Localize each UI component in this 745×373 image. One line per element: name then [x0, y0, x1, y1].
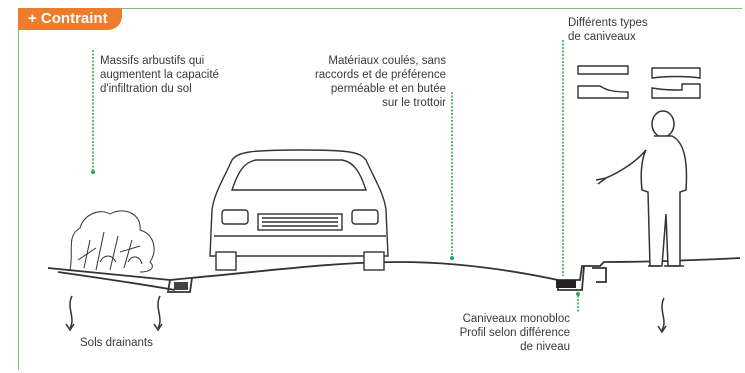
person-icon: [595, 110, 688, 267]
shrub-massif: [69, 210, 155, 273]
materiaux-line-3: perméable et en butée: [330, 83, 446, 95]
monobloc-line-1: Caniveaux monobloc: [462, 313, 570, 325]
curb-block: [174, 282, 188, 290]
monobloc-line-2: Profil selon différence: [459, 327, 570, 339]
car-icon: [209, 149, 389, 271]
leader-lines: [92, 40, 579, 312]
contraint-badge: + Contraint: [18, 8, 122, 30]
materiaux-line-2: raccords et de préférence: [314, 69, 446, 81]
massifs-line-1: Massifs arbustifs qui: [100, 55, 205, 67]
sols-label: Sols drainants: [80, 337, 153, 349]
massifs-line-2: augmentent la capacité: [100, 69, 219, 81]
caniveau-types-icons: [577, 65, 701, 99]
caniveau-block: [556, 280, 576, 288]
monobloc-line-3: de niveau: [520, 341, 570, 353]
massifs-line-3: d'infiltration du sol: [100, 83, 192, 95]
materiaux-line-4: sur le trottoir: [382, 97, 446, 109]
drainage-arrows: [65, 295, 667, 334]
materiaux-line-1: Matériaux coulés, sans: [328, 55, 446, 67]
types-line-2: de caniveaux: [568, 31, 636, 43]
materiaux-label: Matériaux coulés, sans raccords et de pr…: [298, 54, 446, 110]
ground-profile: [47, 257, 741, 293]
massifs-label: Massifs arbustifs qui augmentent la capa…: [100, 54, 219, 96]
monobloc-label: Caniveaux monobloc Profil selon différen…: [432, 312, 570, 354]
types-label: Différents types de caniveaux: [568, 16, 648, 44]
types-line-1: Différents types: [568, 17, 648, 29]
diagram-frame: [18, 8, 742, 370]
